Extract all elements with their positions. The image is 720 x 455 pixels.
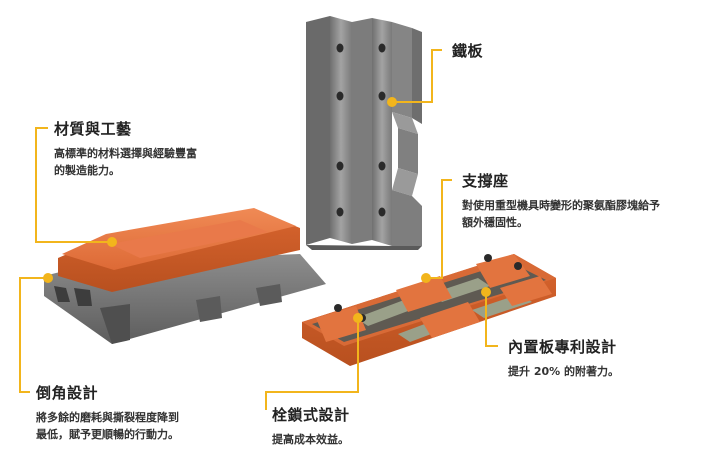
- steel-plate-image: [306, 16, 422, 250]
- steel-plate-dot: [387, 97, 397, 107]
- support-seat-leader: [426, 179, 452, 279]
- material-leader: [35, 127, 112, 243]
- inner-plate-leader: [485, 292, 498, 347]
- material-dot: [107, 237, 117, 247]
- inner-plate-title: 內置板專利設計: [508, 338, 617, 356]
- bolt-lock-title: 栓鎖式設計: [272, 406, 350, 424]
- chamfer-dot: [43, 273, 53, 283]
- steel-plate-title: 鐵板: [452, 42, 484, 60]
- inner-plate-dot: [481, 287, 491, 297]
- chamfer-leader: [19, 277, 48, 393]
- chamfer-callout: 倒角設計 將多餘的磨耗與撕裂程度降到 最低，賦予更順暢的行動力。: [36, 382, 236, 443]
- steel-plate-leader: [392, 49, 442, 103]
- left-pad-image: [44, 208, 326, 344]
- bolt-lock-dot: [353, 313, 363, 323]
- bolt-lock-leader: [265, 318, 359, 410]
- chamfer-desc-line-2: 最低，賦予更順暢的行動力。: [36, 428, 179, 441]
- bolt-lock-desc: 提高成本效益。: [272, 433, 349, 446]
- support-seat-dot: [421, 273, 431, 283]
- bolt-lock-callout: 栓鎖式設計 提高成本效益。: [272, 404, 432, 448]
- material-desc-line-1: 高標準的材料選擇與經驗豐富: [54, 147, 197, 160]
- support-seat-title: 支撐座: [462, 172, 509, 190]
- material-desc-line-2: 的製造能力。: [54, 164, 120, 177]
- inner-plate-callout: 內置板專利設計 提升 20% 的附著力。: [508, 336, 708, 380]
- support-seat-callout: 支撐座 對使用重型機具時變形的聚氨酯膠塊給予 額外穩固性。: [462, 170, 712, 231]
- material-callout: 材質與工藝 高標準的材料選擇與經驗豐富 的製造能力。: [54, 118, 254, 179]
- chamfer-title: 倒角設計: [36, 384, 99, 402]
- right-pad-image: [302, 254, 556, 366]
- inner-plate-desc: 提升 20% 的附著力。: [508, 365, 619, 378]
- support-seat-desc-line-1: 對使用重型機具時變形的聚氨酯膠塊給予: [462, 199, 660, 212]
- chamfer-desc-line-1: 將多餘的磨耗與撕裂程度降到: [36, 411, 179, 424]
- support-seat-desc-line-2: 額外穩固性。: [462, 216, 528, 229]
- material-title: 材質與工藝: [54, 120, 132, 138]
